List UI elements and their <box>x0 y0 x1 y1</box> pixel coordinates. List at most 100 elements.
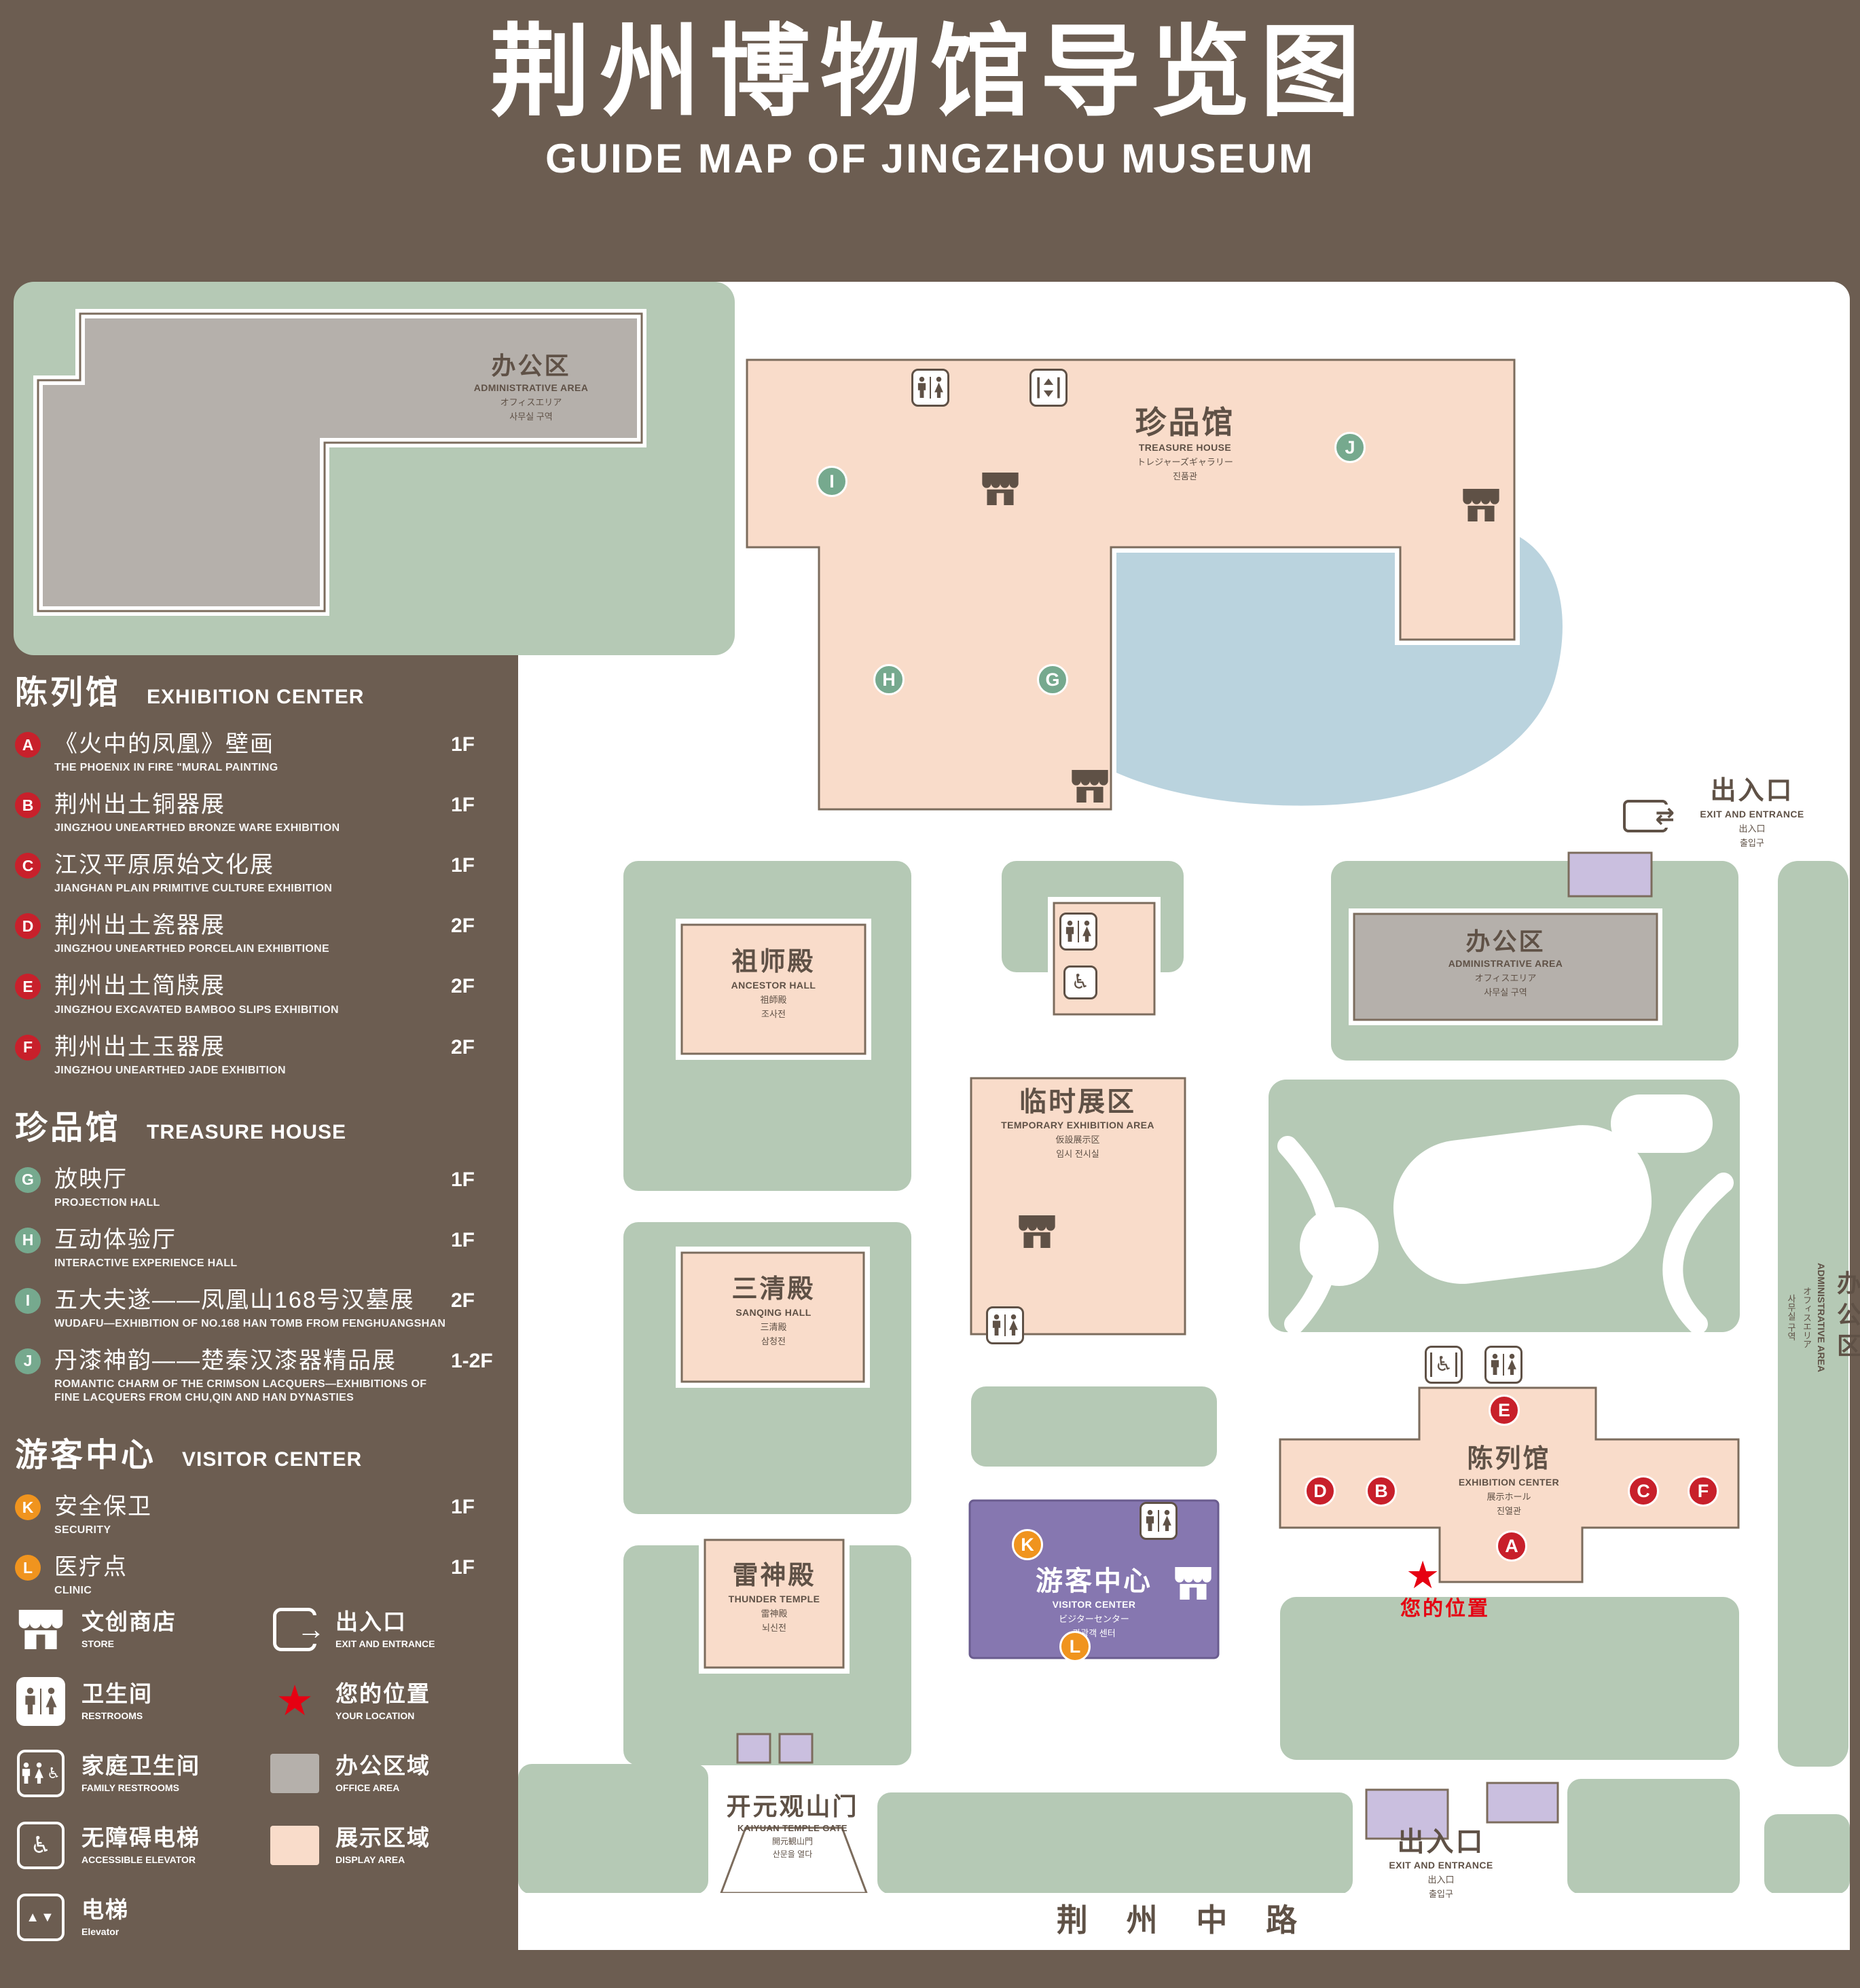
section-title-zh: 游客中心 <box>15 1437 157 1474</box>
temporary-area-en: TEMPORARY EXHIBITION AREA <box>1001 1120 1154 1130</box>
label-exit-right: 出入口 EXIT AND ENTRANCE 出入口 출입구 <box>1677 777 1827 849</box>
man-figure-icon <box>991 1314 1002 1337</box>
exit-arrows-icon: ⇄ <box>1655 803 1675 829</box>
admin-nw-ja: オフィスエリア <box>500 397 562 407</box>
legend-symbol-restrooms: 卫生间 RESTROOMS <box>15 1676 239 1727</box>
thunder-temple-en: THUNDER TEMPLE <box>728 1593 820 1604</box>
map-marker-j: J <box>1334 432 1366 463</box>
item-zh: 荆州出土瓷器展 <box>54 913 225 939</box>
marker-badge-c: C <box>15 853 41 879</box>
legend-sidebar: 陈列馆 EXHIBITION CENTER A 《火中的凤凰》壁画 THE PHO… <box>15 665 519 1621</box>
woman-figure-icon <box>1507 1353 1517 1376</box>
section-title-zh: 珍品馆 <box>15 1109 122 1146</box>
treasure-house-en: TREASURE HOUSE <box>1138 442 1232 454</box>
item-zh: 互动体验厅 <box>54 1226 177 1253</box>
symbol-zh: 卫生间 <box>81 1681 153 1707</box>
kaiyuan-gate-ko: 산문을 열다 <box>772 1849 813 1859</box>
symbol-en: Elevator <box>81 1926 120 1937</box>
sanqing-hall-ja: 三清殿 <box>760 1321 787 1332</box>
page-header: 荆州博物馆导览图 GUIDE MAP OF JINGZHOU MUSEUM <box>0 17 1860 182</box>
exit-right-ko: 출입구 <box>1740 837 1764 848</box>
exit-right-en: EXIT AND ENTRANCE <box>1700 808 1804 820</box>
section-heading: 陈列馆 EXHIBITION CENTER <box>15 665 519 713</box>
sanqing-hall-zh: 三清殿 <box>731 1275 816 1304</box>
temporary-area-ko: 임시 전시실 <box>1056 1149 1099 1159</box>
ancestor-hall-ja: 祖師殿 <box>760 994 787 1005</box>
item-floor: 1F <box>451 854 475 877</box>
label-your-location: 您的位置 <box>1377 1598 1513 1620</box>
ancestor-hall-en: ANCESTOR HALL <box>731 979 816 991</box>
item-floor: 1F <box>451 1496 475 1519</box>
item-zh: 医疗点 <box>54 1554 128 1581</box>
item-zh: 《火中的凤凰》壁画 <box>54 731 274 757</box>
restroom-icon <box>1059 913 1097 951</box>
map-marker-k: K <box>1012 1529 1043 1560</box>
man-figure-icon <box>1145 1509 1155 1532</box>
restroom-icon <box>1484 1346 1522 1384</box>
symbol-en: EXIT AND ENTRANCE <box>335 1638 435 1649</box>
item-en: JINGZHOU UNEARTHED BRONZE WARE EXHIBITIO… <box>54 822 340 834</box>
location-star-icon: ★ <box>276 1678 314 1725</box>
item-en: JINGZHOU UNEARTHED JADE EXHIBITION <box>54 1064 286 1076</box>
item-en: JIANGHAN PLAIN PRIMITIVE CULTURE EXHIBIT… <box>54 883 333 895</box>
item-floor: 1F <box>451 1556 475 1579</box>
page-subtitle: GUIDE MAP OF JINGZHOU MUSEUM <box>545 135 1315 181</box>
thunder-temple-building <box>704 1539 845 1669</box>
thunder-temple-ko: 뇌신전 <box>762 1622 786 1633</box>
item-zh: 荆州出土简牍展 <box>54 973 225 999</box>
kaiyuan-gate-en: KAIYUAN TEMPLE GATE <box>737 1822 847 1833</box>
display-area-swatch <box>270 1826 319 1865</box>
section-heading: 游客中心 VISITOR CENTER <box>15 1428 519 1475</box>
marker-badge-i: I <box>15 1287 41 1314</box>
symbol-en: DISPLAY AREA <box>335 1854 405 1865</box>
restroom-icon <box>911 369 949 407</box>
map-marker-d: D <box>1305 1475 1336 1507</box>
store-icon <box>17 1610 65 1649</box>
symbol-zh: 无障碍电梯 <box>81 1825 200 1851</box>
thunder-temple-ja: 雷神殿 <box>761 1608 788 1619</box>
visitor-center-ja: ビジターセンター <box>1059 1614 1129 1624</box>
item-zh: 五大夫遂——凤凰山168号汉墓展 <box>54 1287 415 1313</box>
symbol-en: ACCESSIBLE ELEVATOR <box>81 1854 196 1865</box>
marker-badge-b: B <box>15 792 41 819</box>
exit-arrow-icon: → <box>297 1613 325 1645</box>
store-icon <box>1461 489 1501 521</box>
item-en: INTERACTIVE EXPERIENCE HALL <box>54 1257 238 1269</box>
restroom-icon <box>986 1306 1024 1344</box>
map-marker-l: L <box>1059 1631 1091 1662</box>
ancestor-hall-zh: 祖师殿 <box>731 948 816 976</box>
symbol-en: STORE <box>81 1638 114 1649</box>
admin-mid-zh: 办公区 <box>1465 927 1546 955</box>
item-zh: 丹漆神韵——楚秦汉漆器精品展 <box>54 1347 397 1374</box>
ancestor-hall-ko: 조사전 <box>761 1008 786 1019</box>
symbol-zh: 家庭卫生间 <box>81 1753 200 1779</box>
admin-mid-ko: 사무실 구역 <box>1484 987 1527 997</box>
symbol-zh: 您的位置 <box>335 1681 431 1707</box>
elevator-arrows-icon: ▲▼ <box>26 1909 56 1925</box>
family-restroom-icon: ♿ <box>17 1750 65 1797</box>
temporary-area-zh: 临时展区 <box>1019 1087 1136 1117</box>
store-icon <box>981 473 1020 505</box>
exhibition-center-en: EXHIBITION CENTER <box>1458 1476 1560 1488</box>
symbol-en: RESTROOMS <box>81 1710 143 1721</box>
item-floor: 2F <box>451 1035 475 1059</box>
visitor-center-en: VISITOR CENTER <box>1052 1599 1136 1610</box>
store-icon <box>1070 770 1110 803</box>
section-title-en: EXHIBITION CENTER <box>147 686 365 708</box>
item-en: THE PHOENIX IN FIRE "MURAL PAINTING <box>54 762 278 774</box>
wheelchair-icon: ♿ <box>47 1765 60 1782</box>
marker-badge-a: A <box>15 732 41 758</box>
map-marker-c: C <box>1628 1475 1659 1507</box>
item-en: WUDAFU—EXHIBITION OF NO.168 HAN TOMB FRO… <box>54 1317 446 1329</box>
symbol-en: OFFICE AREA <box>335 1782 400 1793</box>
marker-badge-d: D <box>15 913 41 940</box>
